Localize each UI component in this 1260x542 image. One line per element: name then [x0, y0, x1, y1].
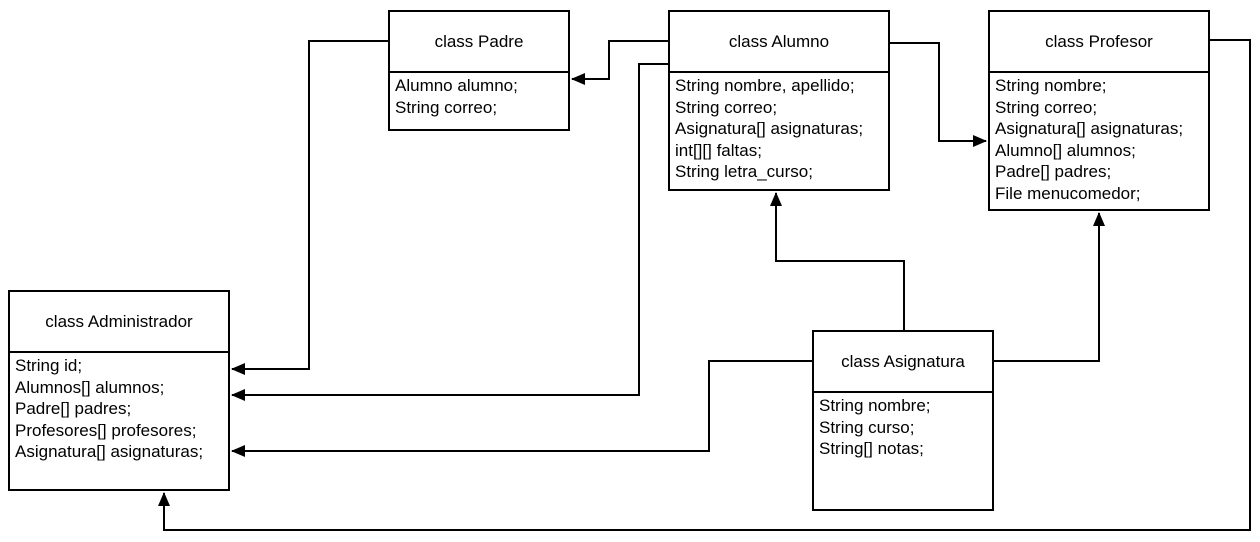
arrow-asignatura-to-profesor [994, 212, 1105, 362]
class-alumno-header: class Alumno [670, 12, 888, 73]
arrow-profesor-to-administrador [158, 39, 1251, 531]
arrow-padre-to-administrador [231, 40, 388, 375]
class-administrador-attributes: String id; Alumnos[] alumnos; Padre[] pa… [10, 353, 228, 465]
class-asignatura[interactable]: class Asignatura String nombre; String c… [812, 330, 994, 511]
attribute: Alumno[] alumnos; [995, 140, 1136, 160]
class-alumno-title: class Alumno [728, 31, 830, 51]
attribute: String nombre; [995, 76, 1107, 95]
attribute: int[][] faltas; [675, 140, 762, 160]
arrow-alumno-to-profesor [890, 42, 987, 147]
attribute: String id; [15, 356, 83, 375]
attribute: String correo; [995, 97, 1098, 117]
arrow-alumno-to-padre [571, 40, 668, 85]
attribute: Padre[] padres; [15, 399, 132, 418]
class-padre-header: class Padre [390, 12, 568, 73]
class-padre[interactable]: class Padre Alumno alumno; String correo… [388, 10, 570, 131]
arrow-asignatura-to-alumno [770, 192, 905, 330]
class-profesor-header: class Profesor [990, 12, 1208, 73]
class-asignatura-attributes: String nombre; String curso; String[] no… [814, 393, 992, 462]
attribute: Padre[] padres; [995, 162, 1112, 181]
class-padre-attributes: Alumno alumno; String correo; [390, 73, 568, 120]
attribute: String curso; [819, 417, 915, 437]
attribute: File menucomedor; [995, 183, 1141, 203]
class-asignatura-title: class Asignatura [841, 351, 965, 371]
class-padre-title: class Padre [434, 31, 524, 51]
attribute: String nombre, apellido; [675, 76, 855, 95]
attribute: Asignatura[] asignaturas; [15, 442, 204, 461]
class-alumno-attributes: String nombre, apellido; String correo; … [670, 73, 888, 185]
class-administrador-title: class Administrador [45, 311, 193, 331]
attribute: String correo; [395, 97, 498, 117]
arrow-asignatura-to-administrador [231, 360, 812, 457]
attribute: String correo; [675, 97, 778, 117]
attribute: String nombre; [819, 396, 931, 415]
attribute: String letra_curso; [675, 162, 813, 181]
attribute: Alumno alumno; [395, 76, 518, 95]
class-alumno[interactable]: class Alumno String nombre, apellido; St… [668, 10, 890, 191]
class-administrador[interactable]: class Administrador String id; Alumnos[]… [8, 290, 230, 491]
attribute: String[] notas; [819, 439, 924, 458]
class-administrador-header: class Administrador [10, 292, 228, 353]
attribute: Profesores[] profesores; [15, 420, 197, 440]
attribute: Alumnos[] alumnos; [15, 377, 165, 397]
class-profesor-attributes: String nombre; String correo; Asignatura… [990, 73, 1208, 206]
class-profesor-title: class Profesor [1045, 31, 1153, 51]
attribute: Asignatura[] asignaturas; [995, 119, 1184, 138]
attribute: Asignatura[] asignaturas; [675, 119, 864, 138]
arrow-alumno-to-administrador [231, 63, 668, 401]
class-asignatura-header: class Asignatura [814, 332, 992, 393]
class-profesor[interactable]: class Profesor String nombre; String cor… [988, 10, 1210, 211]
